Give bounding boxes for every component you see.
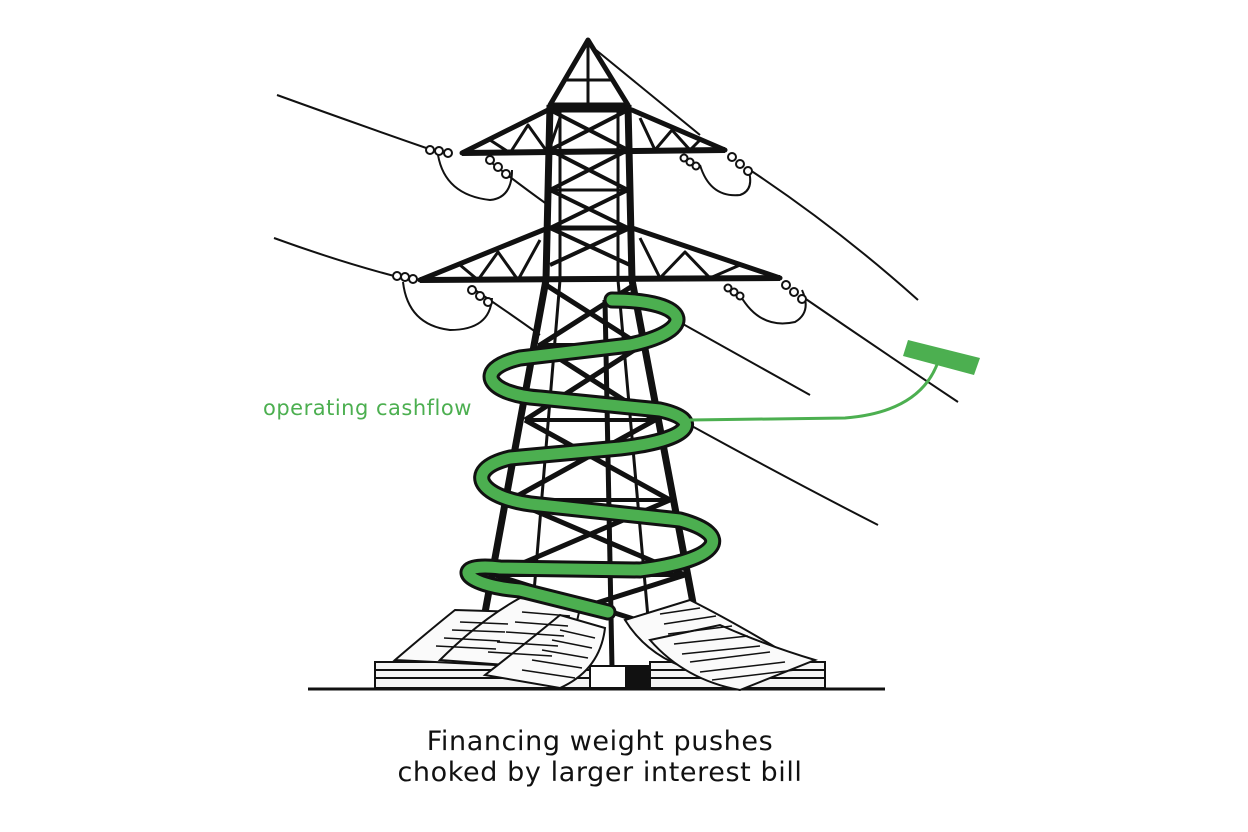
power-line-mid-right	[799, 294, 959, 403]
cashflow-outflow	[688, 360, 940, 422]
power-line-mid-left	[273, 237, 399, 278]
power-line-top-right	[749, 169, 919, 301]
power-line-low-right-2	[689, 424, 879, 526]
caption: Financing weight pushes choked by larger…	[300, 726, 900, 788]
jumper-loop	[402, 281, 493, 332]
caption-line-2: choked by larger interest bill	[397, 757, 803, 788]
cashflow-coil	[459, 291, 980, 621]
jumper-loop	[437, 154, 513, 202]
power-line-top-left	[276, 94, 433, 151]
paper-stack-left	[374, 596, 607, 690]
paper-stack-right	[623, 598, 826, 692]
guy-wire	[595, 49, 701, 136]
jumper-loop	[699, 164, 752, 197]
tower-base	[589, 665, 651, 689]
cashflow-outlet	[903, 340, 980, 375]
insulators	[392, 145, 807, 307]
operating-cashflow-label: operating cashflow	[263, 396, 472, 420]
caption-line-1: Financing weight pushes	[426, 726, 774, 757]
